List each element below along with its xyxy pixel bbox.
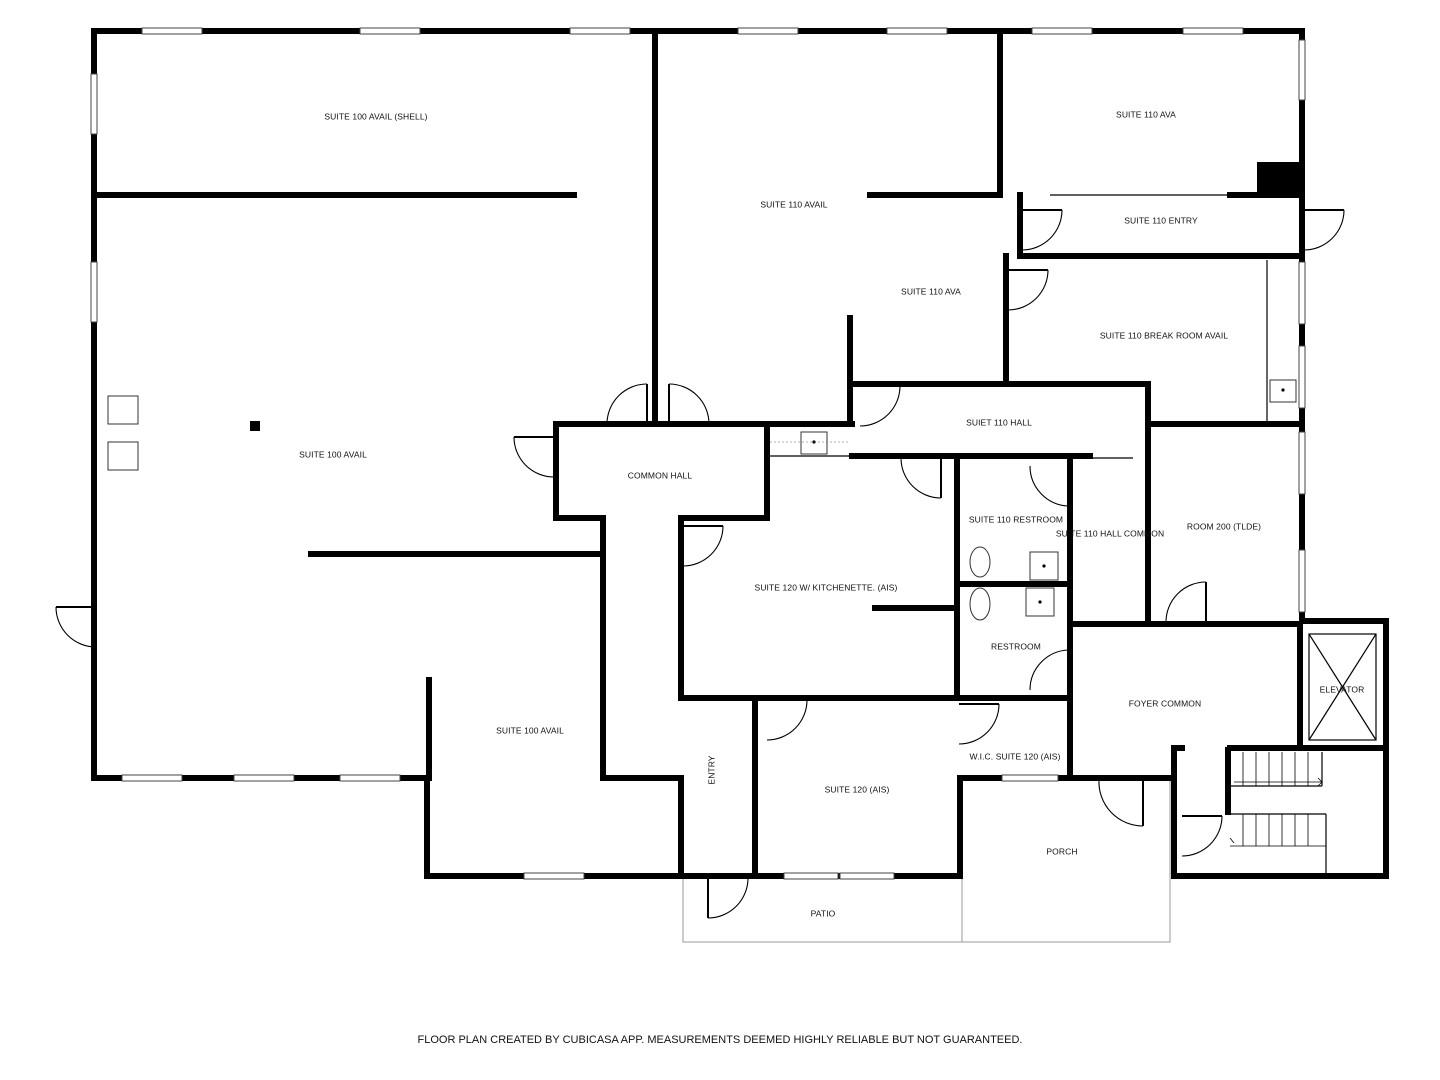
label-suite100-main: SUITE 100 AVAIL (299, 449, 367, 459)
label-suite110-ava-top: SUITE 110 AVA (1116, 109, 1176, 119)
label-room200: ROOM 200 (TLDE) (1187, 521, 1261, 531)
label-elevator: ELEVATOR (1320, 684, 1365, 694)
doors (55, 209, 1345, 919)
label-patio: PATIO (811, 908, 836, 918)
label-suite110-ava-mid: SUITE 110 AVA (901, 286, 961, 296)
structural-blocks (250, 162, 1299, 431)
label-suiet110-hall: SUIET 110 HALL (966, 417, 1032, 427)
label-suite110-restroom: SUITE 110 RESTROOM (969, 514, 1063, 524)
footer-disclaimer: FLOOR PLAN CREATED BY CUBICASA APP. MEAS… (417, 1034, 1023, 1046)
fixtures (107, 379, 1297, 621)
label-suite100-lower: SUITE 100 AVAIL (496, 725, 564, 735)
walls (91, 28, 1389, 879)
label-suite110-avail: SUITE 110 AVAIL (760, 199, 827, 209)
label-suite120-kitchenette: SUITE 120 W/ KITCHENETTE. (AIS) (755, 582, 898, 592)
label-entry: ENTRY (706, 755, 716, 784)
label-wic-suite120: W.I.C. SUITE 120 (AIS) (970, 751, 1061, 761)
label-suite100-shell: SUITE 100 AVAIL (SHELL) (324, 111, 427, 121)
room-labels: SUITE 100 AVAIL (SHELL) SUITE 100 AVAIL … (299, 109, 1364, 918)
windows (90, 27, 1306, 880)
stairs (1229, 752, 1327, 876)
label-suite110-break: SUITE 110 BREAK ROOM AVAIL (1100, 330, 1228, 340)
label-suite120: SUITE 120 (AIS) (825, 784, 890, 794)
label-common-hall: COMMON HALL (628, 470, 693, 480)
label-suite110-entry: SUITE 110 ENTRY (1124, 215, 1198, 225)
label-foyer-common: FOYER COMMON (1129, 698, 1202, 708)
label-restroom: RESTROOM (991, 641, 1041, 651)
label-suite110-hall-common: SUITE 110 HALL COMMON (1056, 528, 1164, 538)
label-porch: PORCH (1046, 846, 1077, 856)
thin-partitions (767, 194, 1377, 741)
